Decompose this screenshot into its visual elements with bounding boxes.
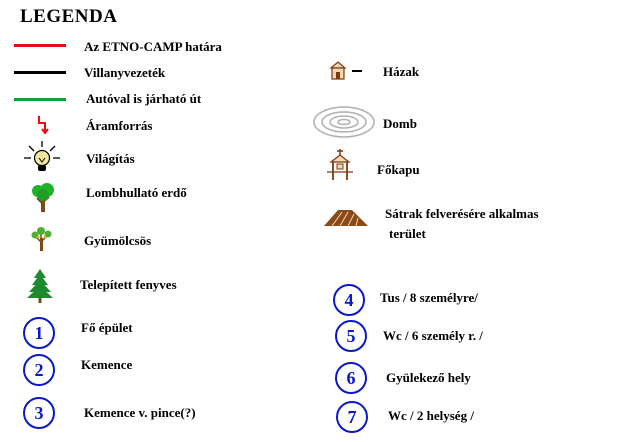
gate-icon	[327, 149, 353, 180]
number-badge-1: 1	[23, 317, 55, 349]
number-badge-4: 4	[333, 284, 365, 316]
wc-six-label: Wc / 6 személy r. /	[383, 328, 483, 343]
light-bulb-icon	[24, 141, 60, 171]
boundary-label: Az ETNO-CAMP határa	[84, 39, 222, 54]
houses-label: Házak	[383, 64, 420, 79]
number-badge-7: 7	[336, 401, 368, 433]
number-badge-2: 2	[23, 354, 55, 386]
tent-area-label-line2: terület	[389, 226, 426, 241]
power-line-swatch	[14, 71, 66, 74]
fruit-tree-icon	[31, 227, 52, 251]
boundary-line-swatch	[14, 44, 66, 47]
power-source-label: Áramforrás	[86, 118, 153, 133]
main-building-label: Fő épület	[81, 320, 133, 335]
shower-label: Tus / 8 személyre/	[380, 290, 478, 305]
hill-label: Domb	[383, 116, 417, 131]
power-source-icon	[38, 116, 49, 135]
number-badge-6: 6	[335, 362, 367, 394]
pine-tree-icon	[27, 269, 53, 303]
tent-area-icon	[324, 210, 368, 227]
hill-icon	[313, 106, 375, 138]
road-label: Autóval is járható út	[86, 91, 202, 106]
orchard-label: Gyümölcsös	[84, 233, 152, 248]
deciduous-tree-icon	[32, 183, 54, 212]
gathering-place-label: Gyülekező hely	[386, 370, 471, 385]
oven-label: Kemence	[81, 357, 133, 372]
number-badge-3: 3	[23, 397, 55, 429]
power-line-label: Villanyvezeték	[84, 65, 166, 80]
tent-area-label-line1: Sátrak felverésére alkalmas	[385, 206, 539, 221]
road-line-swatch	[14, 98, 66, 101]
wc-two-label: Wc / 2 helység /	[388, 408, 474, 423]
house-icon	[329, 61, 362, 80]
deciduous-forest-label: Lombhullató erdő	[86, 185, 187, 200]
lighting-label: Világítás	[86, 151, 135, 166]
legend-title: LEGENDA	[20, 6, 118, 27]
oven-cellar-label: Kemence v. pince(?)	[84, 405, 196, 420]
planted-pine-label: Telepített fenyves	[80, 277, 177, 292]
main-gate-label: Főkapu	[377, 162, 420, 177]
number-badge-5: 5	[335, 320, 367, 352]
